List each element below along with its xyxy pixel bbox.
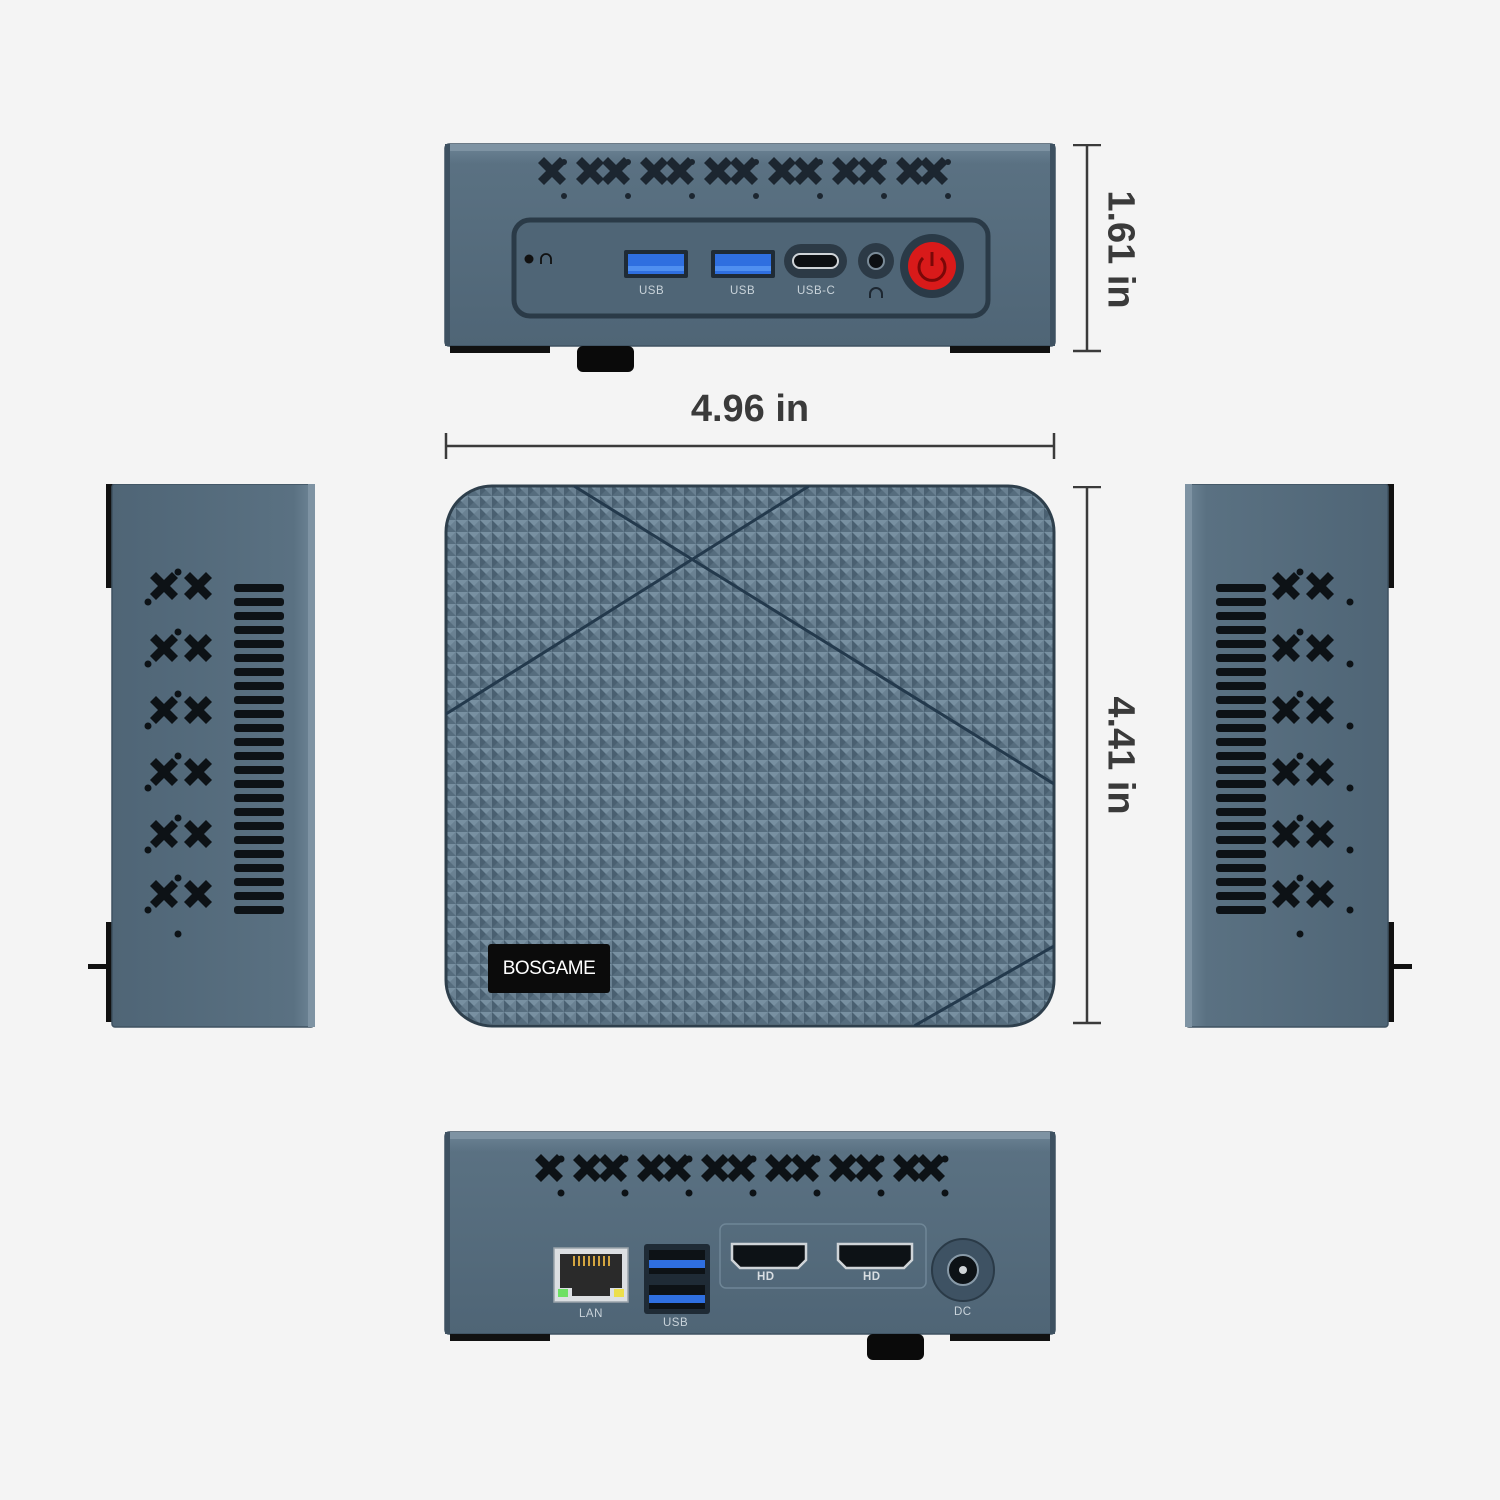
- front-view-drawing: [444, 143, 1056, 372]
- height-dimension-line: [1072, 144, 1102, 354]
- hdmi-port-1: [730, 1242, 808, 1270]
- front-usb-1: [624, 250, 688, 278]
- audio-jack: [858, 243, 894, 298]
- top-view-drawing: [444, 484, 1056, 1028]
- depth-dimension-line: [1072, 486, 1102, 1026]
- port-label-usb-1: USB: [639, 285, 665, 297]
- port-label-dc: DC: [954, 1306, 972, 1318]
- rear-usb-stack: [644, 1244, 710, 1314]
- top-view: BOSGAME: [444, 484, 1056, 1028]
- width-dimension-line: [444, 431, 1056, 461]
- dc-jack: [931, 1238, 995, 1302]
- brand-logo: BOSGAME: [502, 958, 596, 979]
- port-label-lan: LAN: [579, 1308, 603, 1320]
- port-label-rear-usb: USB: [663, 1317, 689, 1329]
- right-side-view: [1182, 484, 1414, 1028]
- lan-port: [553, 1247, 629, 1303]
- port-label-hdmi-2: HD: [863, 1271, 881, 1283]
- width-dimension-label: 4.96 in: [690, 388, 810, 430]
- vent-pattern: [538, 157, 951, 199]
- brand-logo-badge: [488, 944, 610, 993]
- power-button: [900, 234, 964, 298]
- port-label-usbc: USB-C: [797, 285, 836, 297]
- front-usbc: [784, 244, 847, 278]
- port-label-usb-2: USB: [730, 285, 756, 297]
- port-label-hdmi-1: HD: [757, 1271, 775, 1283]
- depth-dimension-label: 4.41 in: [1099, 696, 1142, 815]
- rear-view: LAN USB HD HD DC: [440, 1128, 1060, 1368]
- front-view: USB USB USB-C: [440, 140, 1060, 375]
- front-usb-2: [711, 250, 775, 278]
- height-dimension-label: 1.61 in: [1099, 190, 1142, 309]
- hdmi-port-2: [836, 1242, 914, 1270]
- rear-view-drawing: [444, 1131, 1056, 1360]
- left-side-view: [86, 484, 318, 1028]
